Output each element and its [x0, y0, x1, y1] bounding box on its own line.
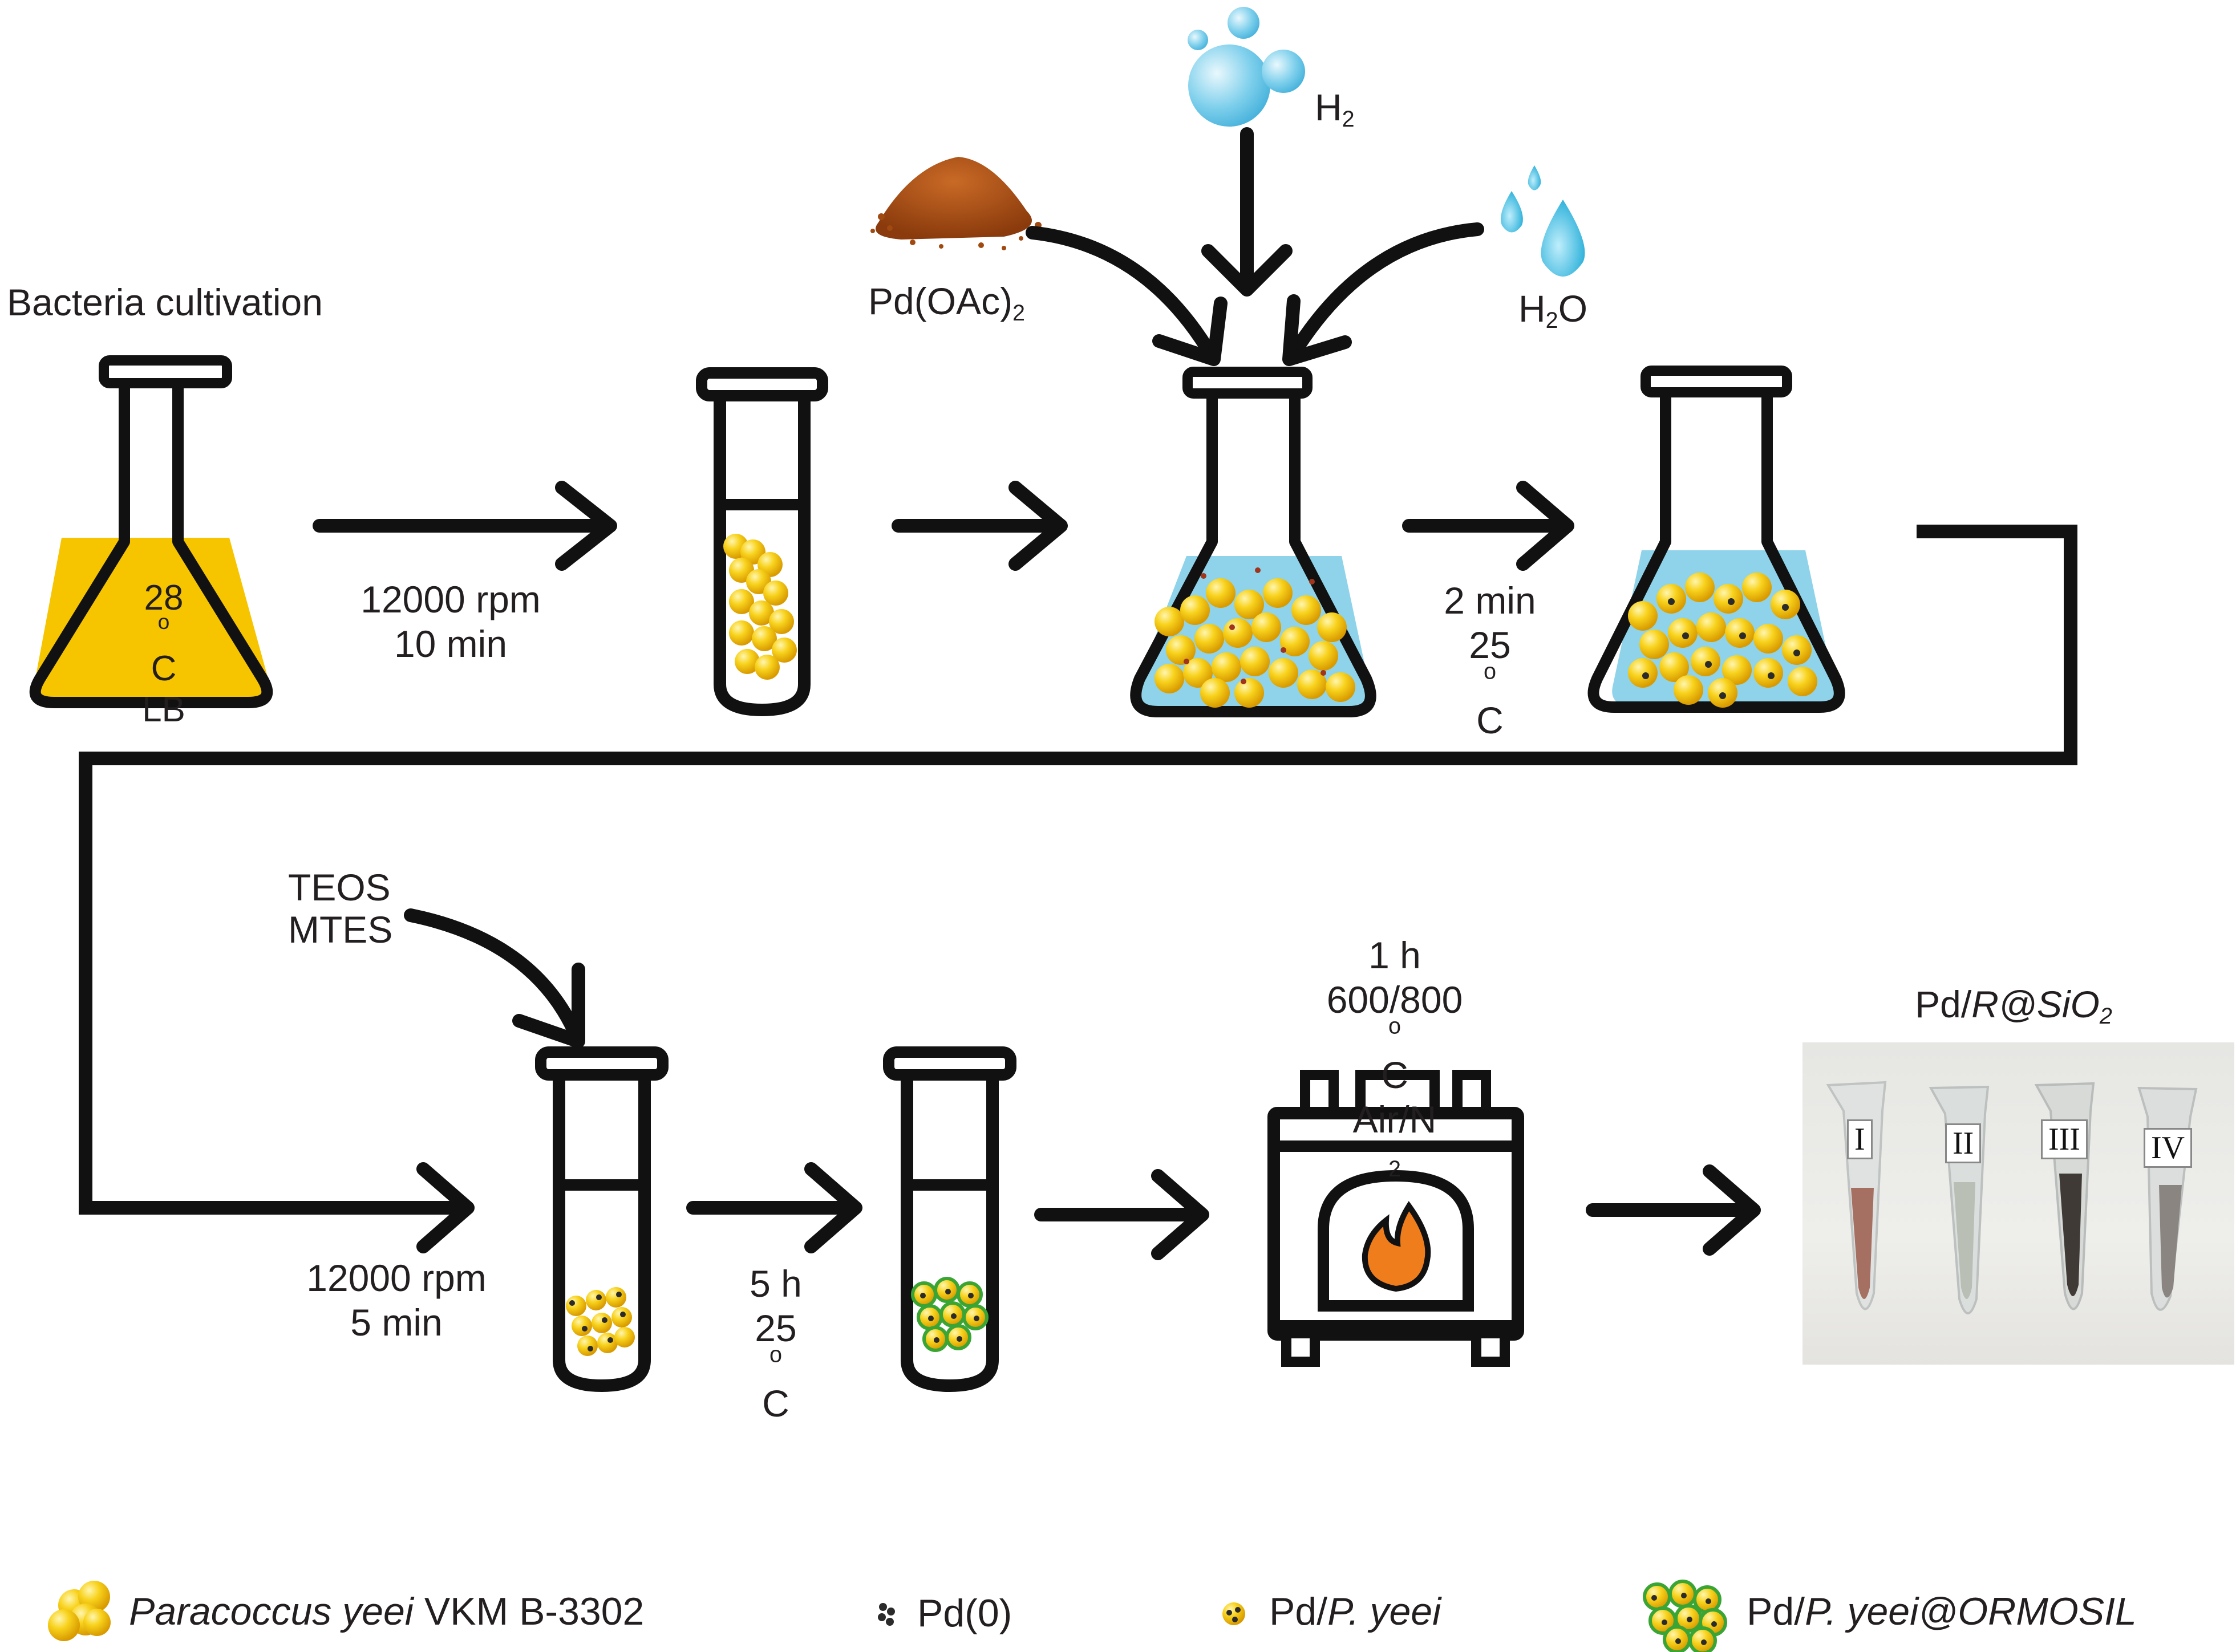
arrow-step-1	[313, 481, 617, 571]
arrow-pdoac-in	[1026, 226, 1228, 366]
label-h2: H2	[1315, 86, 1355, 132]
eppendorf-tube-4	[2137, 1086, 2198, 1311]
legend-bacteria-icon	[48, 1581, 111, 1641]
arrow-h2o-in	[1282, 222, 1484, 366]
tube-label-4: IV	[2144, 1128, 2193, 1168]
label-bacteria-cultivation: Bacteria cultivation	[7, 281, 323, 323]
label-pdoac2: Pd(OAc)2	[868, 280, 1026, 326]
legend-ormosil-label: Pd/P. yeei@ORMOSIL	[1747, 1590, 2137, 1633]
test-tube-ormosil	[883, 1046, 1016, 1393]
legend-pd0-icon	[878, 1603, 895, 1626]
erlenmeyer-flask-culture	[29, 355, 273, 708]
arrow-teos-in	[404, 908, 585, 1048]
arrow-step-2	[892, 481, 1068, 571]
connector-line	[79, 525, 2077, 1253]
tube-label-3: III	[2041, 1119, 2088, 1159]
erlenmeyer-flask-reaction	[1130, 367, 1376, 717]
label-step1-centrifuge: 12000 rpm 10 min	[360, 578, 541, 665]
product-photo: I II III IV	[1802, 1042, 2234, 1365]
arrow-step-7	[1034, 1169, 1209, 1260]
label-step5-centrifuge: 12000 rpm 5 min	[306, 1257, 487, 1343]
label-silane-precursors: TEOS MTES	[288, 866, 393, 951]
palladium-acetate-powder-icon	[870, 157, 1042, 250]
erlenmeyer-flask-pd-bacteria	[1587, 366, 1845, 713]
furnace-icon	[1267, 1070, 1524, 1367]
legend-ormosil-icon	[1643, 1580, 1727, 1652]
photo-tubes	[1826, 1081, 2198, 1314]
eppendorf-tube-2	[1929, 1085, 1990, 1314]
label-product: Pd/R@SiO2	[1915, 983, 2112, 1029]
hydrogen-bubbles-icon	[1188, 7, 1305, 127]
test-tube-pellet	[696, 367, 828, 717]
arrow-step-8	[1586, 1164, 1761, 1256]
legend-bacteria-label: Paracoccus yeei VKM B-3302	[129, 1590, 645, 1633]
water-drops-icon	[1501, 165, 1585, 277]
eppendorf-tube-3	[2034, 1082, 2095, 1310]
legend-pd0-label: Pd(0)	[917, 1592, 1012, 1635]
tube-label-1: I	[1847, 1119, 1873, 1159]
test-tube-pd-bacteria	[535, 1046, 669, 1393]
tube-label-2: II	[1945, 1123, 1982, 1163]
arrow-h2-in	[1201, 127, 1293, 297]
arrow-step-3	[1402, 481, 1574, 571]
legend-pd-bacteria-icon	[1222, 1602, 1245, 1625]
label-h2o: H2O	[1518, 287, 1588, 334]
arrow-step-6	[686, 1162, 862, 1253]
eppendorf-tube-1	[1826, 1081, 1887, 1310]
legend-pd-bacteria-label: Pd/P. yeei	[1269, 1590, 1441, 1633]
